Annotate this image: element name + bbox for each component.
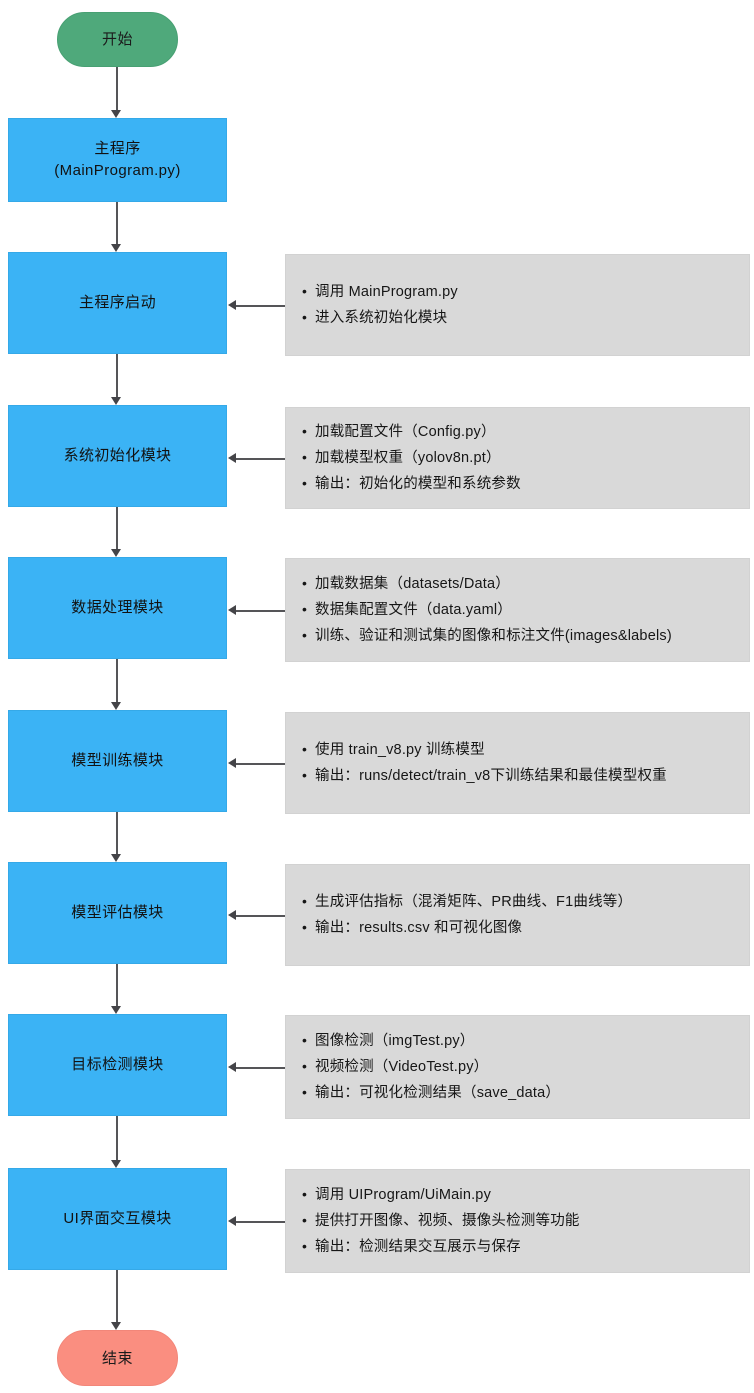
node-ui-interaction-label: UI界面交互模块: [63, 1210, 172, 1228]
connector-note-7-to-step-7-arrowhead-icon: [228, 1216, 236, 1227]
connector-start-to-main-program-line: [116, 67, 118, 110]
note-ui-interaction: 调用 UIProgram/UiMain.py 提供打开图像、视频、摄像头检测等功…: [285, 1169, 750, 1273]
note-bullet: 输出：检测结果交互展示与保存: [302, 1234, 749, 1260]
connector-step-2-to-step-3-arrowhead-icon: [111, 549, 121, 557]
connector-start-to-main-program-arrowhead-icon: [111, 110, 121, 118]
connector-note-7-to-step-7-line: [236, 1221, 285, 1223]
node-data-processing[interactable]: 数据处理模块: [8, 557, 227, 659]
node-main-program-line2: (MainProgram.py): [54, 162, 181, 179]
note-bullet: 生成评估指标（混淆矩阵、PR曲线、F1曲线等）: [302, 889, 749, 915]
node-main-program-label: 主程序 (MainProgram.py): [54, 138, 180, 182]
node-start[interactable]: 开始: [57, 12, 178, 67]
note-bullet: 使用 train_v8.py 训练模型: [302, 737, 749, 763]
node-data-processing-label: 数据处理模块: [71, 599, 164, 617]
connector-step-2-to-step-3-line: [116, 507, 118, 549]
note-bullet: 进入系统初始化模块: [302, 305, 749, 331]
connector-step-0-to-step-1-line: [116, 202, 118, 244]
connector-note-5-to-step-5-line: [236, 915, 285, 917]
note-system-init: 加载配置文件（Config.py） 加载模型权重（yolov8n.pt） 输出：…: [285, 407, 750, 509]
node-main-program-line1: 主程序: [94, 140, 141, 158]
connector-note-1-to-step-1-arrowhead-icon: [228, 300, 236, 311]
note-bullet: 输出：results.csv 和可视化图像: [302, 915, 749, 941]
note-object-detection: 图像检测（imgTest.py） 视频检测（VideoTest.py） 输出：可…: [285, 1015, 750, 1119]
connector-ui-interaction-to-end-arrowhead-icon: [111, 1322, 121, 1330]
node-main-program-start-label: 主程序启动: [78, 294, 156, 312]
node-main-program[interactable]: 主程序 (MainProgram.py): [8, 118, 227, 202]
connector-step-4-to-step-5-arrowhead-icon: [111, 854, 121, 862]
node-end[interactable]: 结束: [57, 1330, 178, 1386]
node-model-training-label: 模型训练模块: [71, 752, 164, 770]
note-model-training: 使用 train_v8.py 训练模型 输出：runs/detect/train…: [285, 712, 750, 814]
connector-note-2-to-step-2-arrowhead-icon: [228, 453, 236, 464]
node-ui-interaction[interactable]: UI界面交互模块: [8, 1168, 227, 1270]
connector-step-0-to-step-1-arrowhead-icon: [111, 244, 121, 252]
connector-note-3-to-step-3-arrowhead-icon: [228, 605, 236, 616]
connector-note-4-to-step-4-arrowhead-icon: [228, 758, 236, 769]
note-bullet: 加载模型权重（yolov8n.pt）: [302, 445, 749, 471]
connector-step-1-to-step-2-arrowhead-icon: [111, 397, 121, 405]
node-object-detection[interactable]: 目标检测模块: [8, 1014, 227, 1116]
node-start-label: 开始: [101, 31, 133, 48]
note-bullet: 输出：可视化检测结果（save_data）: [302, 1080, 749, 1106]
connector-step-6-to-step-7-arrowhead-icon: [111, 1160, 121, 1168]
note-bullet: 输出：runs/detect/train_v8下训练结果和最佳模型权重: [302, 763, 749, 789]
node-system-init[interactable]: 系统初始化模块: [8, 405, 227, 507]
connector-note-6-to-step-6-arrowhead-icon: [228, 1062, 236, 1073]
note-bullet: 输出：初始化的模型和系统参数: [302, 471, 749, 497]
note-bullet: 图像检测（imgTest.py）: [302, 1028, 749, 1054]
note-bullet: 训练、验证和测试集的图像和标注文件(images&labels): [302, 623, 749, 649]
connector-step-4-to-step-5-line: [116, 812, 118, 854]
note-bullet: 调用 UIProgram/UiMain.py: [302, 1182, 749, 1208]
node-end-label: 结束: [101, 1349, 133, 1367]
connector-step-3-to-step-4-arrowhead-icon: [111, 702, 121, 710]
connector-note-3-to-step-3-line: [236, 610, 285, 612]
connector-ui-interaction-to-end-line: [116, 1270, 118, 1322]
node-model-evaluation-label: 模型评估模块: [71, 904, 164, 922]
connector-note-4-to-step-4-line: [236, 763, 285, 765]
node-model-evaluation[interactable]: 模型评估模块: [8, 862, 227, 964]
note-data-processing: 加载数据集（datasets/Data） 数据集配置文件（data.yaml） …: [285, 558, 750, 662]
connector-step-5-to-step-6-line: [116, 964, 118, 1006]
node-model-training[interactable]: 模型训练模块: [8, 710, 227, 812]
connector-note-5-to-step-5-arrowhead-icon: [228, 910, 236, 921]
note-bullet: 调用 MainProgram.py: [302, 279, 749, 305]
note-main-program-start: 调用 MainProgram.py 进入系统初始化模块: [285, 254, 750, 356]
note-bullet: 加载配置文件（Config.py）: [302, 419, 749, 445]
node-main-program-start[interactable]: 主程序启动: [8, 252, 227, 354]
connector-step-3-to-step-4-line: [116, 659, 118, 702]
note-model-evaluation: 生成评估指标（混淆矩阵、PR曲线、F1曲线等） 输出：results.csv 和…: [285, 864, 750, 966]
connector-note-1-to-step-1-line: [236, 305, 285, 307]
connector-note-6-to-step-6-line: [236, 1067, 285, 1069]
note-bullet: 提供打开图像、视频、摄像头检测等功能: [302, 1208, 749, 1234]
connector-step-5-to-step-6-arrowhead-icon: [111, 1006, 121, 1014]
connector-step-6-to-step-7-line: [116, 1116, 118, 1160]
note-bullet: 视频检测（VideoTest.py）: [302, 1054, 749, 1080]
node-system-init-label: 系统初始化模块: [63, 447, 172, 465]
connector-note-2-to-step-2-line: [236, 458, 285, 460]
node-object-detection-label: 目标检测模块: [71, 1056, 164, 1074]
note-bullet: 数据集配置文件（data.yaml）: [302, 597, 749, 623]
connector-step-1-to-step-2-line: [116, 354, 118, 397]
note-bullet: 加载数据集（datasets/Data）: [302, 571, 749, 597]
